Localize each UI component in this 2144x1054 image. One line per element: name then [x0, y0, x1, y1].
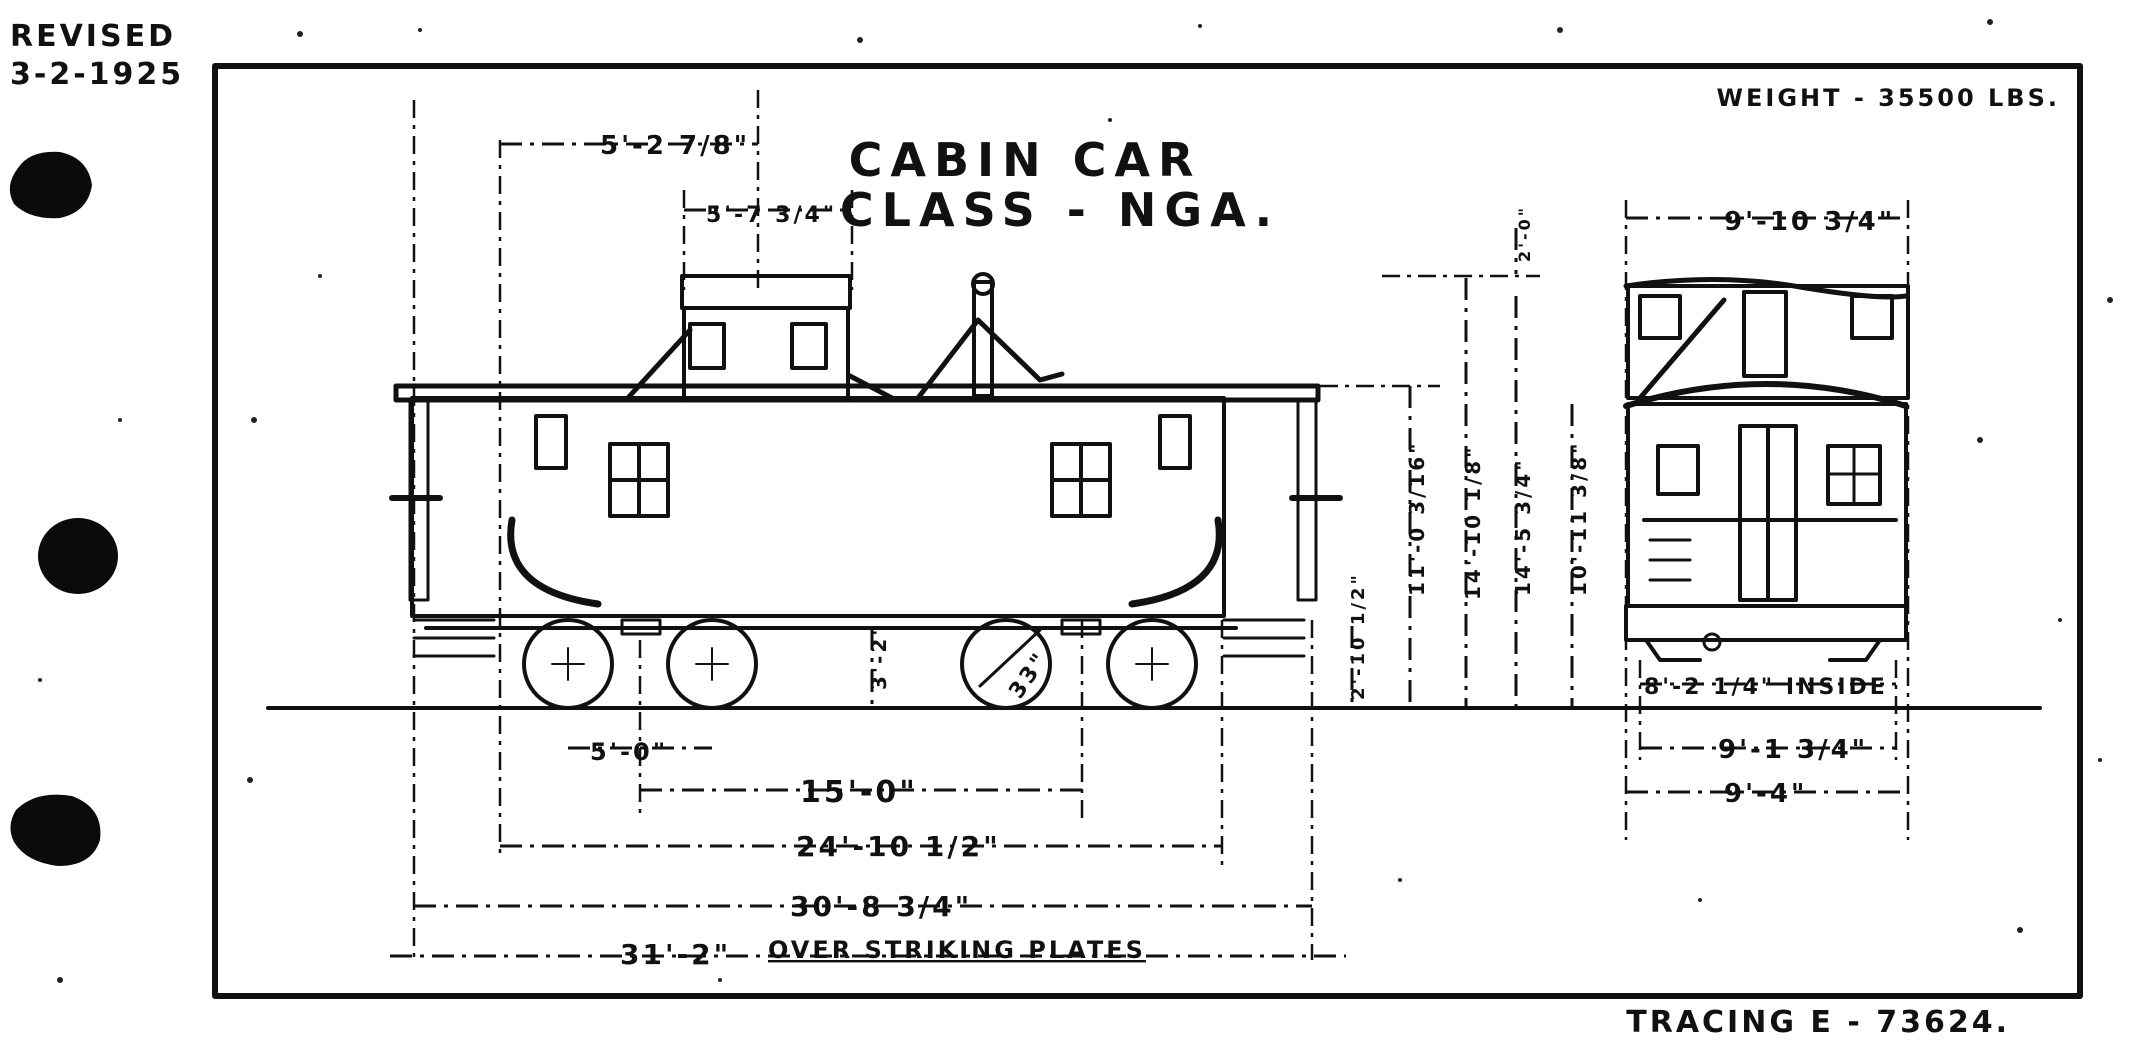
cupola-braces	[623, 327, 895, 403]
punch-hole-top	[9, 151, 92, 219]
end-cupola-window-right	[1850, 294, 1894, 340]
dim-roof-height-label: 14'-5 3/4"	[1511, 457, 1535, 596]
weight-label: WEIGHT - 35500 LBS.	[1717, 84, 2060, 112]
cupola	[682, 306, 850, 402]
end-cupola-door	[1742, 290, 1788, 378]
body-window-narrow-right	[1158, 414, 1192, 470]
scan-speckles	[38, 19, 2113, 983]
steps-left	[412, 618, 496, 658]
dim-truck-centers-label: 15'-0"	[800, 775, 918, 810]
car-roof	[393, 383, 1321, 403]
handrail-left	[507, 516, 602, 608]
revision-date: 3-2-1925	[10, 57, 184, 92]
steps-right	[1222, 618, 1306, 658]
truck-bolster-left	[620, 618, 662, 636]
end-cupola-window-left	[1638, 294, 1682, 340]
dim-end-sill-width-label: 9'-1 3/4"	[1718, 735, 1868, 765]
end-truck-sides	[1644, 638, 1882, 662]
dim-cupola-width-label: 5'-7 3/4"	[706, 203, 837, 228]
end-ladder	[1648, 538, 1692, 582]
cupola-window-right	[790, 322, 828, 370]
dim-eaves-height-label: 11'-0 3/16"	[1405, 440, 1429, 596]
smoke-jack	[972, 280, 994, 398]
dim-cupola-offset-label: 5'-2 7/8"	[600, 131, 750, 161]
punch-hole-bottom	[10, 794, 101, 866]
dim-end-inside-label: 8'-2 1/4" INSIDE	[1644, 675, 1888, 700]
drawing-border	[212, 63, 2083, 999]
wheel	[1106, 618, 1198, 710]
end-coupler	[1702, 632, 1722, 652]
cupola-window-left	[688, 322, 726, 370]
over-striking-plates-note: OVER STRIKING PLATES	[768, 936, 1146, 964]
dim-step-height-label: 2'-10 1/2"	[1348, 572, 1369, 700]
dim-body-length-label: 30'-8 3/4"	[790, 890, 972, 923]
side-vertical-dimensions: 3'-2" 2'-10 1/2" 11'-0 3/16" 14'-10 1/8"…	[867, 205, 1591, 706]
smoke-jack-braces	[915, 317, 1065, 401]
dim-wheel-base-label: 5'-0"	[590, 738, 668, 766]
end-cupola	[1626, 284, 1910, 400]
punch-hole-middle	[38, 518, 118, 594]
dim-end-sills-label: 24'-10 1/2"	[796, 830, 1001, 863]
dim-end-eaves-width-label: 9'-10 3/4"	[1724, 207, 1895, 237]
wheel	[666, 618, 758, 710]
body-window-narrow-left	[534, 414, 568, 470]
punch-holes	[9, 151, 118, 866]
side-elevation: 33"	[389, 272, 1343, 710]
dim-striking-plates-label: 31'-2"	[620, 938, 731, 971]
tracing-number: TRACING E - 73624.	[1626, 1005, 2010, 1040]
revision-label: REVISED	[10, 19, 176, 54]
dim-truck-height-label: 3'-2"	[867, 622, 891, 690]
end-sill	[1624, 604, 1908, 642]
drawing-title-line1: CABIN CAR	[849, 133, 1202, 187]
dim-platform-height-label: 10'-11 3/8"	[1567, 440, 1591, 596]
dim-end-overall-width-label: 9'-4"	[1724, 779, 1807, 809]
dim-cupola-height-label: 14'-10 1/8"	[1461, 444, 1485, 600]
handrail-right	[1128, 516, 1223, 608]
end-roof-arch	[1623, 381, 1909, 409]
wheel	[522, 618, 614, 710]
wheel-set	[522, 618, 1198, 710]
drawing-title-line2: CLASS - NGA.	[840, 183, 1280, 237]
end-elevation: 9'-10 3/4" 8'-2 1/4" INSIDE 9'-1 3/4" 9'…	[1623, 200, 1910, 840]
wheel	[960, 618, 1052, 710]
smoke-jack-cap	[971, 272, 995, 296]
end-window-left	[1656, 444, 1700, 496]
dim-cupola-top-label: 2'-0"	[1515, 205, 1534, 262]
side-horizontal-dimensions: 5'-2 7/8" 5'-7 3/4" 5'-0" 15'-0" 24'-10 …	[390, 131, 1346, 971]
